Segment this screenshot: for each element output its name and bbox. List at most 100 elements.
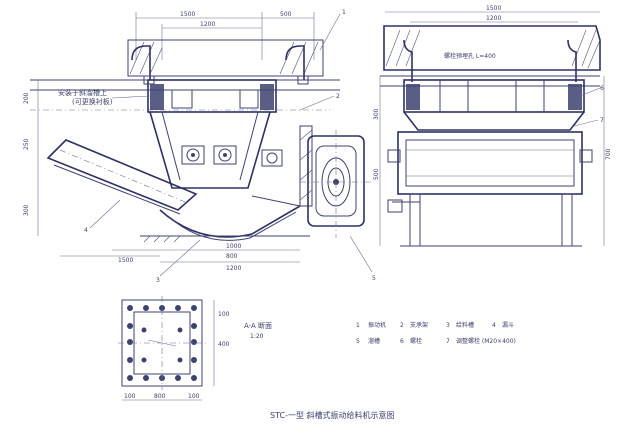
dim-top-overall: 1500	[180, 11, 195, 18]
side-note-1: 安装于斜溜槽上	[58, 88, 107, 97]
bolt-block	[171, 89, 193, 109]
dim-right-v2: 500	[373, 168, 380, 180]
side-slab-hatch	[385, 29, 601, 69]
side-channel	[406, 84, 420, 110]
side-leg	[561, 193, 573, 247]
parts-legend: 1 振动机 2 支承架 3 给料槽 4 漏斗 5 溜槽 6 螺栓 7 调整螺栓 …	[356, 321, 516, 345]
dim-left-1: 200	[23, 92, 30, 104]
slab-hatch	[129, 41, 319, 75]
svg-text:2: 2	[400, 322, 404, 329]
dim-sec-b3: 100	[188, 393, 200, 400]
svg-text:振动机: 振动机	[368, 321, 386, 329]
callout-leader	[349, 235, 373, 273]
callout-leader	[319, 13, 341, 51]
legend-item: 2 支承架	[400, 321, 428, 329]
svg-text:6: 6	[400, 338, 404, 345]
bolt-block	[239, 89, 259, 109]
legend-item: 7 调整螺栓 (M20×400)	[446, 337, 516, 345]
side-taper	[403, 111, 585, 131]
side-mount	[387, 149, 401, 163]
side-trough	[397, 131, 583, 195]
legend-item: 4 漏斗	[492, 321, 514, 329]
side-note-2: (可更换衬板)	[72, 97, 113, 106]
drawing-title: STC-一型 斜槽式振动给料机示意图	[270, 410, 395, 420]
vibrator-motor	[261, 149, 283, 167]
svg-text:螺栓: 螺栓	[410, 337, 422, 345]
hopper-funnel	[149, 111, 271, 189]
dim-right-v3: 700	[605, 148, 612, 160]
legend-item: 5 溜槽	[356, 337, 380, 345]
callout-leader	[299, 95, 335, 111]
top-right-note: 螺栓预埋孔 L=400	[444, 52, 496, 60]
anchor-hook-left	[131, 45, 151, 80]
callout-leader	[89, 199, 121, 229]
svg-text:7: 7	[446, 338, 450, 345]
legend-item: 6 螺栓	[400, 337, 422, 345]
svg-text:1: 1	[356, 322, 360, 329]
side-mount	[579, 149, 593, 163]
chute-center	[59, 149, 186, 203]
chute-edge	[53, 164, 181, 215]
hopper-frame	[147, 79, 277, 113]
side-trough-inner	[405, 139, 575, 187]
dim-bottom-a: 1000	[226, 243, 241, 250]
callout-5: 5	[372, 275, 376, 282]
dim-sec-v1: 100	[218, 311, 230, 318]
side-slab	[383, 25, 601, 71]
vibrator-motor	[181, 145, 205, 165]
rebar-dots	[127, 305, 197, 381]
dim-sec-v2: 400	[218, 341, 230, 348]
svg-text:调整螺栓 (M20×400): 调整螺栓 (M20×400)	[456, 337, 516, 345]
trough-lip	[251, 195, 301, 207]
callout-leader	[159, 239, 201, 277]
hopper-liner	[161, 111, 181, 181]
feeder-trough-inner	[167, 211, 297, 241]
svg-text:4: 4	[492, 322, 496, 329]
svg-text:3: 3	[446, 322, 450, 329]
legend-item: 3 给料槽	[446, 321, 474, 329]
dim-sec-b2: 800	[154, 393, 166, 400]
callout-2: 2	[336, 93, 340, 100]
side-channel	[568, 84, 582, 110]
channel-right	[260, 84, 274, 110]
dim-bottom-d: 1200	[226, 265, 241, 272]
section-label: A-A 断面	[244, 321, 272, 330]
callout-4: 4	[84, 227, 88, 234]
support-post	[299, 125, 313, 207]
section-scale: 1:20	[250, 333, 264, 340]
inclined-chute	[46, 139, 198, 211]
dim-right-v1: 300	[373, 108, 380, 120]
callout-7: 7	[600, 117, 604, 124]
anchor-hook-right	[285, 45, 305, 80]
side-view: 1500 1200 螺栓预埋孔 L=400	[373, 5, 612, 247]
svg-text:漏斗: 漏斗	[502, 321, 514, 329]
dim-top-inner: 1200	[200, 21, 215, 28]
legend-item: 1 振动机	[356, 321, 386, 329]
side-anchor	[567, 39, 577, 82]
channel-left	[150, 84, 164, 110]
dim-bottom-c: 1500	[118, 257, 133, 264]
callout-6: 6	[600, 85, 604, 92]
side-anchor	[403, 39, 413, 82]
callout-1: 1	[342, 9, 346, 16]
dim-bottom-b: 800	[226, 253, 238, 260]
svg-text:溜槽: 溜槽	[368, 337, 380, 345]
concrete-slab	[127, 39, 324, 77]
dim-left-2: 250	[23, 138, 30, 150]
svg-text:给料槽: 给料槽	[456, 321, 474, 329]
note-leader	[111, 95, 151, 99]
section-view: 100 800 100 100 400 A-A 断面 1:20	[118, 296, 272, 401]
vibrator-motor	[213, 145, 237, 165]
dim-sec-b1: 100	[124, 393, 136, 400]
hopper-liner	[239, 111, 259, 181]
callout-3: 3	[156, 277, 160, 284]
dim-right-top-inner: 1200	[486, 15, 501, 22]
svg-text:支承架: 支承架	[410, 321, 428, 329]
side-frame	[403, 79, 585, 113]
svg-text:5: 5	[356, 338, 360, 345]
ground-hatch	[143, 235, 181, 243]
dim-left-3: 300	[23, 204, 30, 216]
dim-top-right: 500	[280, 11, 292, 18]
